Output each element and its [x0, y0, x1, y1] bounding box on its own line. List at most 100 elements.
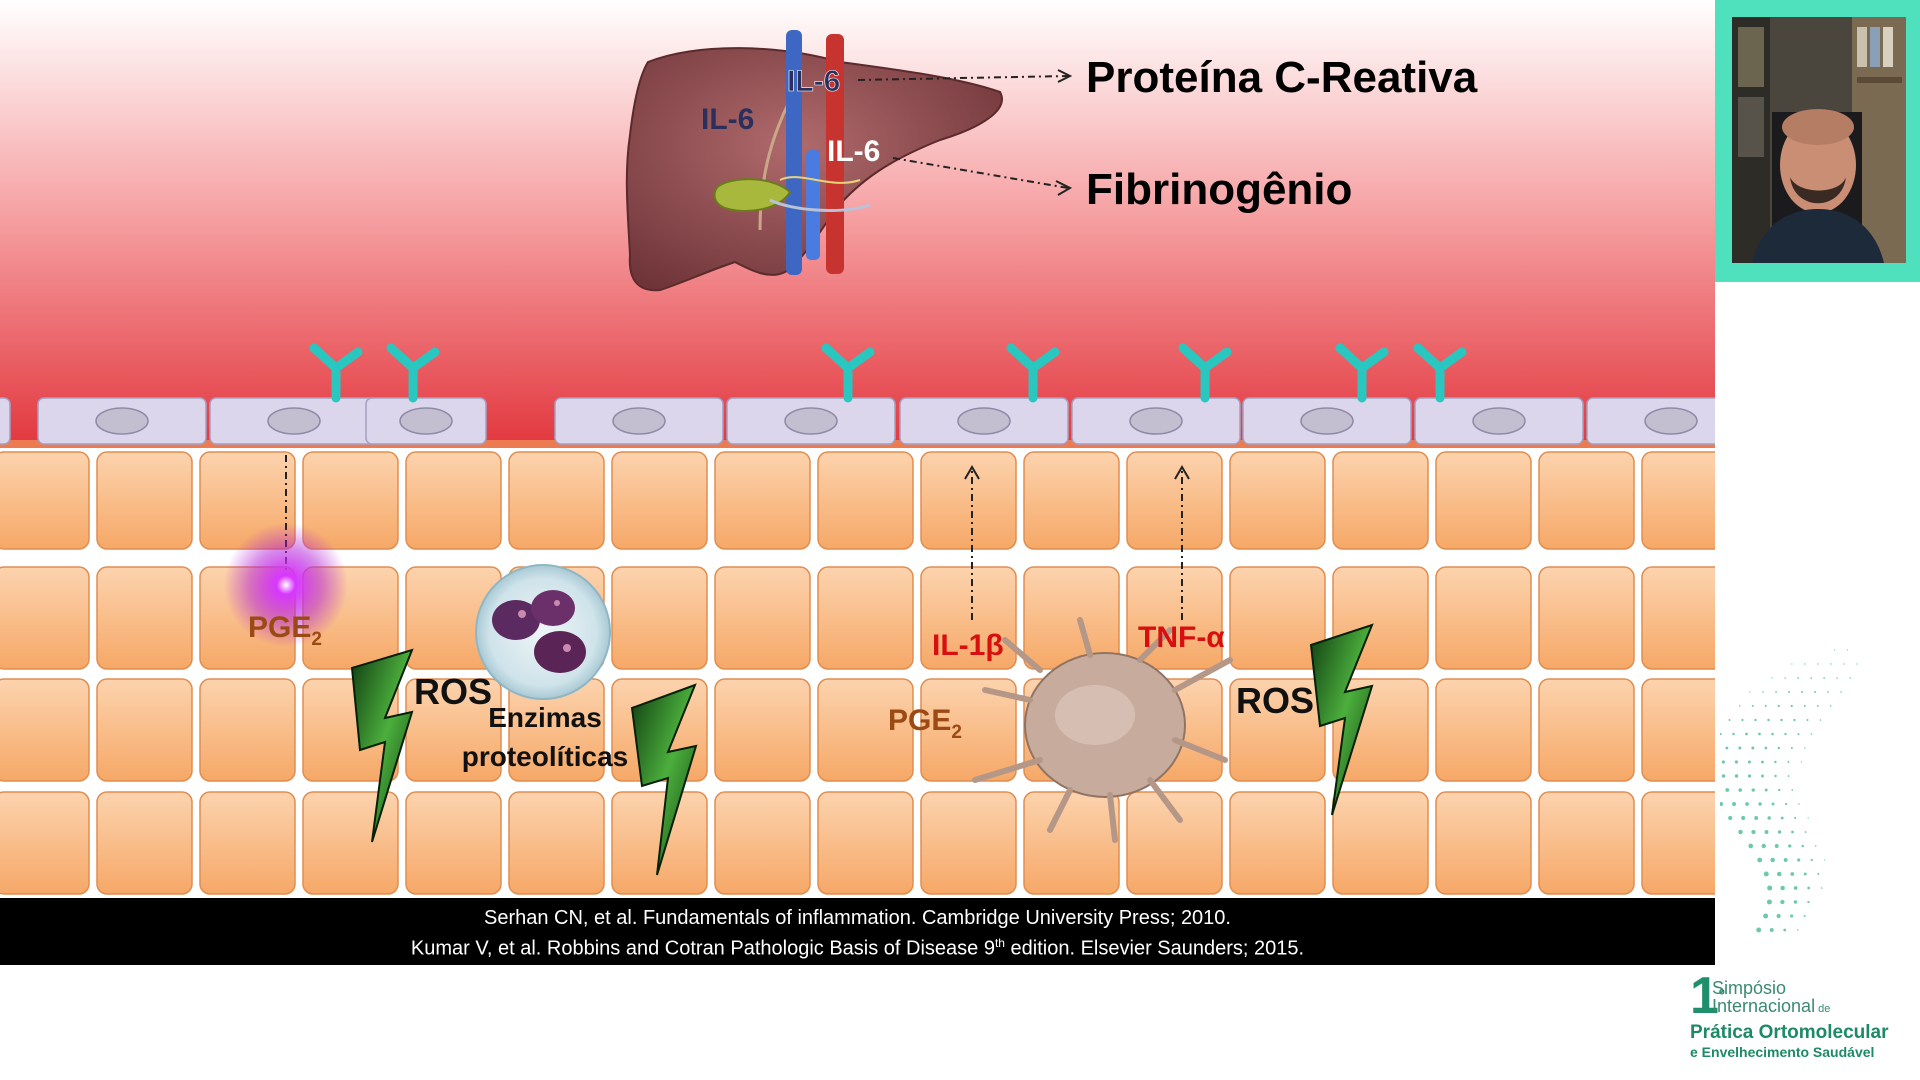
- tissue-cell: [199, 678, 296, 782]
- cytokine-arrows: [964, 465, 1190, 620]
- reference-2: Kumar V, et al. Robbins and Cotran Patho…: [410, 936, 1305, 960]
- event-logo: 1º Simpósio Internacional de Prática Ort…: [1690, 970, 1920, 1070]
- decorative-dot: [1756, 927, 1762, 933]
- receptor: [1413, 343, 1467, 403]
- tnfa-label: TNF-α: [1138, 621, 1225, 654]
- decorative-dot: [1745, 732, 1748, 736]
- tissue-cell: [1538, 791, 1635, 895]
- decorative-dot: [1771, 732, 1774, 736]
- decorative-dot: [1764, 704, 1767, 708]
- decorative-dot: [1777, 871, 1782, 877]
- decorative-dot: [1774, 844, 1779, 848]
- decorative-dot: [1749, 691, 1751, 693]
- decorative-dot: [1775, 691, 1777, 693]
- decorative-dot: [1804, 663, 1806, 665]
- tissue-cell: [1538, 678, 1635, 782]
- decorative-dot: [1810, 677, 1812, 679]
- endothelial-nucleus: [95, 407, 149, 435]
- endothelial-nucleus: [784, 407, 838, 435]
- il6-top-label: IL-6: [787, 65, 840, 98]
- decorative-dot: [1771, 802, 1775, 806]
- decorative-dot: [1793, 718, 1796, 722]
- decorative-dot: [1767, 718, 1770, 722]
- tissue-cell: [817, 566, 914, 670]
- receptor: [1335, 343, 1389, 403]
- decorative-dot: [1833, 649, 1836, 651]
- tissue-cell: [714, 451, 811, 550]
- tissue-cell: [96, 678, 193, 782]
- tissue-cell: [1641, 566, 1715, 670]
- ros-bolt-middle: [630, 683, 698, 876]
- decorative-dot: [1806, 719, 1809, 721]
- decorative-dot: [1804, 831, 1807, 833]
- decorative-dot: [1774, 760, 1777, 764]
- decorative-dot: [1787, 775, 1790, 777]
- decorative-dot-pattern: [1720, 649, 1858, 933]
- decorative-dot: [1801, 844, 1805, 848]
- decorative-dot: [1846, 649, 1849, 651]
- tissue-cell: [302, 791, 399, 895]
- tissue-cell: [714, 678, 811, 782]
- tissue-cell: [1332, 451, 1429, 550]
- receptor: [1178, 343, 1232, 403]
- presenter-video: [1732, 17, 1906, 263]
- decorative-dot: [1824, 859, 1826, 861]
- logo-number: 1º: [1690, 967, 1725, 1025]
- decorative-dot: [1758, 732, 1761, 736]
- decorative-dot: [1803, 872, 1807, 876]
- enzimas-label-line2: proteolíticas: [462, 741, 628, 772]
- decorative-dot: [1762, 691, 1764, 693]
- logo-line-3: Prática Ortomolecular: [1690, 1022, 1889, 1043]
- receptor: [821, 343, 875, 403]
- decorative-dot: [1840, 691, 1842, 693]
- tissue-cell: [1332, 791, 1429, 895]
- decorative-dot: [1777, 704, 1780, 708]
- tissue-cell: [405, 791, 502, 895]
- decorative-dot: [1783, 928, 1787, 932]
- decorative-dot: [1827, 691, 1829, 693]
- decorative-dot: [1790, 872, 1795, 876]
- tissue-cell: [96, 566, 193, 670]
- tissue-cell: [1126, 566, 1223, 670]
- tissue-cell: [1641, 451, 1715, 550]
- decorative-dot: [1817, 663, 1819, 665]
- decorative-dot: [1763, 913, 1769, 919]
- decorative-dot: [1810, 858, 1813, 862]
- decorative-dot: [1721, 774, 1726, 778]
- decorative-dot: [1728, 815, 1733, 821]
- inflammation-diagram: IL-6 IL-6 IL-6 Proteína C-Reativa Fibrin…: [0, 0, 1715, 895]
- tissue-cell: [1435, 566, 1532, 670]
- logo-line-2: Internacional de: [1712, 996, 1831, 1016]
- tissue-cell: [1023, 451, 1120, 550]
- decorative-dot: [1793, 900, 1798, 904]
- endothelial-nucleus: [1300, 407, 1354, 435]
- decorative-dot: [1725, 788, 1730, 792]
- decorative-dot: [1791, 663, 1793, 665]
- references-bar: Serhan CN, et al. Fundamentals of inflam…: [0, 898, 1715, 965]
- tissue-cell: [920, 678, 1017, 782]
- decorative-dot: [1721, 760, 1725, 764]
- endothelial-nucleus: [267, 407, 321, 435]
- tissue-cell: [0, 566, 90, 670]
- decorative-dot: [1751, 788, 1755, 792]
- decorative-dot: [1732, 802, 1737, 806]
- tissue-cell: [1538, 451, 1635, 550]
- decorative-dot: [1763, 871, 1769, 877]
- decorative-dot: [1751, 746, 1755, 750]
- decorative-dot: [1778, 788, 1781, 792]
- decorative-dot: [1774, 774, 1777, 778]
- il6-right-label: IL-6: [827, 135, 880, 168]
- decorative-dot: [1761, 774, 1764, 778]
- decorative-dot: [1751, 705, 1754, 707]
- decorative-dot: [1791, 789, 1794, 791]
- decorative-dot: [1725, 746, 1729, 750]
- decorative-dot: [1783, 858, 1788, 862]
- pge2-left-label: PGE2: [248, 611, 322, 650]
- decorative-dot: [1754, 718, 1757, 722]
- decorative-dot: [1794, 816, 1797, 820]
- tissue-cell: [302, 451, 399, 550]
- decorative-dot: [1732, 732, 1735, 736]
- tissue-cell: [714, 566, 811, 670]
- ros-bolt-right: [1309, 623, 1374, 816]
- decorative-dot: [1801, 691, 1804, 693]
